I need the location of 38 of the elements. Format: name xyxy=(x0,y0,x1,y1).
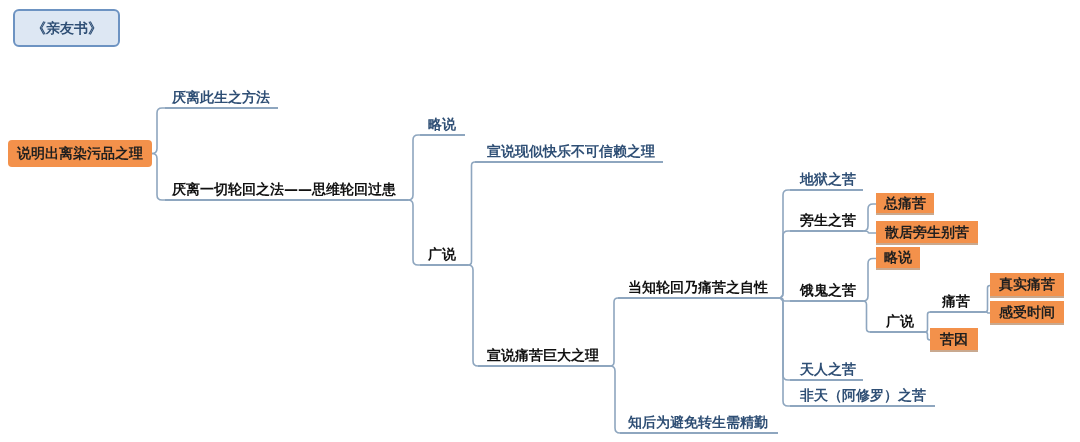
branch-label: 当知轮回乃痛苦之自性 xyxy=(618,277,778,299)
branch-label: 知后为避免转生需精勤 xyxy=(620,412,778,434)
topic-box: 总痛苦 xyxy=(876,193,934,215)
connector-line xyxy=(467,264,479,367)
title-box: 《亲友书》 xyxy=(13,9,120,47)
branch-label: 广说 xyxy=(420,244,468,266)
topic-box: 略说 xyxy=(876,247,920,270)
branch-label: 地狱之苦 xyxy=(790,169,863,191)
connector-line xyxy=(609,365,621,434)
connector-line xyxy=(862,300,871,333)
connector-line xyxy=(777,297,791,302)
connector-line xyxy=(151,107,166,155)
branch-label: 旁生之苦 xyxy=(790,210,863,232)
branch-label: 厌离此生之方法 xyxy=(165,87,278,109)
topic-box: 苦因 xyxy=(930,328,978,352)
branch-label: 痛苦 xyxy=(930,291,985,313)
topic-box: 散居旁生别苦 xyxy=(876,221,978,245)
branch-label: 宣说现似快乐不可信赖之理 xyxy=(475,141,663,163)
connector-line xyxy=(777,297,791,407)
connector-line xyxy=(467,161,476,266)
branch-label: 饿鬼之苦 xyxy=(790,280,863,302)
topic-box: 感受时间 xyxy=(990,301,1064,325)
topic-box: 说明出离染污品之理 xyxy=(8,140,152,167)
connector-line xyxy=(609,297,619,367)
connector-line xyxy=(924,331,931,341)
connector-line xyxy=(862,257,877,302)
branch-label: 广说 xyxy=(870,311,925,333)
topic-box: 真实痛苦 xyxy=(990,273,1064,298)
branch-label: 天人之苦 xyxy=(790,359,863,381)
connector-line xyxy=(984,284,991,313)
connector-line xyxy=(984,311,991,314)
branch-label: 非天（阿修罗）之苦 xyxy=(790,385,935,407)
connector-line xyxy=(924,311,931,333)
branch-label: 厌离一切轮回之法——思维轮回过患 xyxy=(165,179,408,201)
branch-label: 宣说痛苦巨大之理 xyxy=(478,345,610,367)
connector-line xyxy=(862,230,877,234)
connector-line xyxy=(151,152,166,201)
branch-label: 略说 xyxy=(420,114,465,136)
